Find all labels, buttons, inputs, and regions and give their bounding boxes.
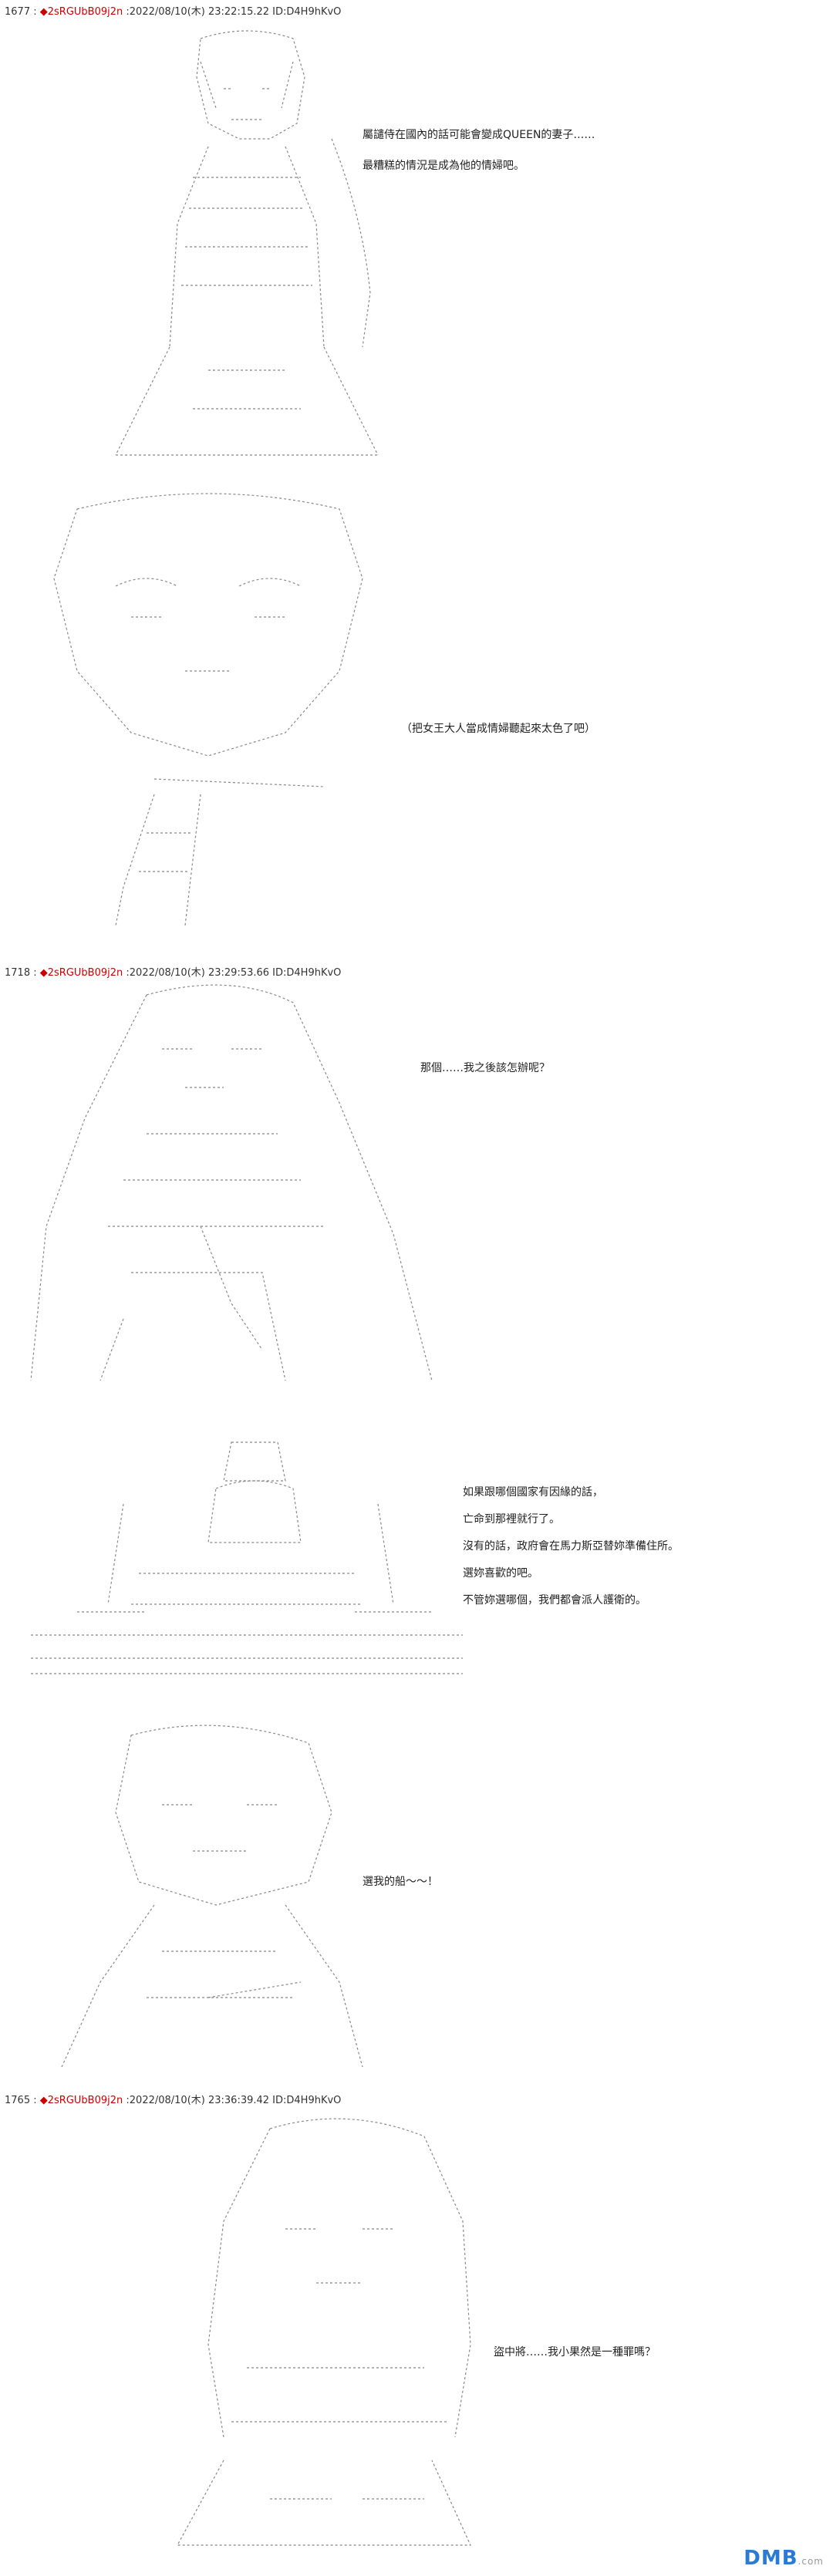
dialogue-line: 選妳喜歡的吧。 xyxy=(463,1567,538,1580)
dialogue-line: 沒有的話，政府會在馬力斯亞替妳準備住所。 xyxy=(463,1540,679,1553)
diamond-icon: ◆ xyxy=(39,967,48,979)
dialogue-line: 如果跟哪個國家有因緣的話， xyxy=(463,1486,603,1499)
ascii-art-soldiers-group xyxy=(31,1435,463,1684)
post-header-1765: 1765 : ◆2sRGUbB09j2n :2022/08/10(木) 23:3… xyxy=(5,2092,341,2106)
dialogue-line: 屬譴侍在國內的話可能會變成QUEEN的妻子…… xyxy=(363,129,595,141)
ascii-art-boy-shouting xyxy=(54,1720,378,2078)
ascii-art-face-closeup xyxy=(31,486,386,936)
dialogue-line: 選我的船～～！ xyxy=(363,1876,438,1888)
logo-suffix: .com xyxy=(798,2556,824,2567)
diamond-icon: ◆ xyxy=(39,2095,48,2106)
dialogue-line: 亡命到那裡就行了。 xyxy=(463,1513,560,1526)
poster-name[interactable]: 2sRGUbB09j2n xyxy=(47,6,123,18)
post-header-1718: 1718 : ◆2sRGUbB09j2n :2022/08/10(木) 23:2… xyxy=(5,964,341,979)
ascii-art-girl-standing xyxy=(108,23,401,474)
post-header-1677: 1677 : ◆2sRGUbB09j2n :2022/08/10(木) 23:2… xyxy=(5,3,341,18)
post-date: :2022/08/10(木) 23:22:15.22 ID:D4H9hKvO xyxy=(126,6,342,18)
ascii-art-girl-final xyxy=(176,2113,486,2564)
post-date: :2022/08/10(木) 23:36:39.42 ID:D4H9hKvO xyxy=(126,2095,342,2106)
poster-name[interactable]: 2sRGUbB09j2n xyxy=(47,2095,123,2106)
dialogue-line: （把女王大人當成情婦聽起來太色了吧） xyxy=(401,723,595,735)
dialogue-line: 不管妳選哪個，我們都會派人護衛的。 xyxy=(463,1594,646,1607)
dialogue-line: 最糟糕的情況是成為他的情婦吧。 xyxy=(363,160,524,172)
post-number: 1677 : xyxy=(5,6,37,18)
site-logo[interactable]: DMB.com xyxy=(744,2547,824,2570)
logo-text: DMB xyxy=(744,2547,798,2570)
diamond-icon: ◆ xyxy=(39,6,48,18)
dialogue-line: 那個……我之後該怎辦呢？ xyxy=(420,1062,550,1074)
dialogue-line: 盜中將……我小果然是一種罪嗎？ xyxy=(494,2346,656,2359)
post-number: 1765 : xyxy=(5,2095,37,2106)
post-number: 1718 : xyxy=(5,967,37,979)
ascii-art-long-hair-girl xyxy=(30,979,433,1399)
post-date: :2022/08/10(木) 23:29:53.66 ID:D4H9hKvO xyxy=(126,967,342,979)
poster-name[interactable]: 2sRGUbB09j2n xyxy=(47,967,123,979)
